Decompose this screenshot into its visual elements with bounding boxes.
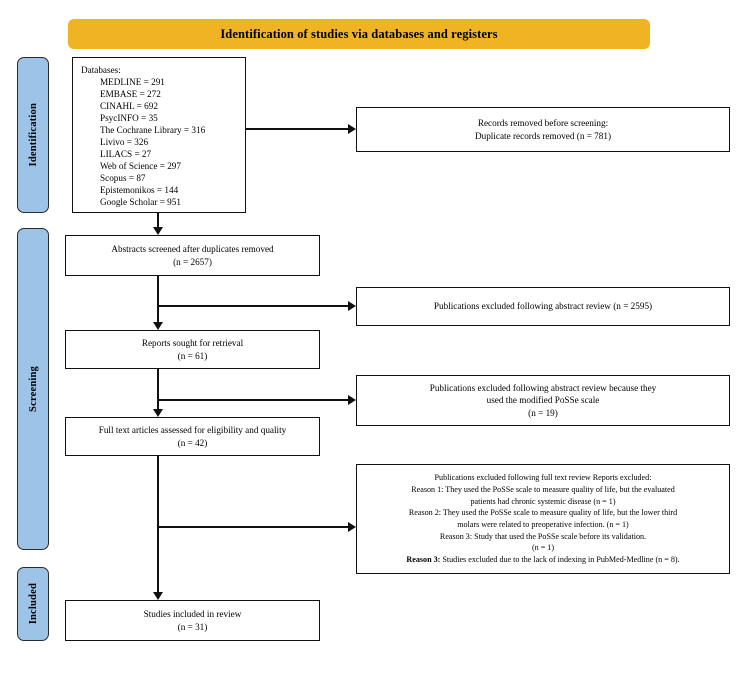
box-abstracts-screened: Abstracts screened after duplicates remo… [65,235,320,276]
box-line: (n = 2657) [173,256,212,267]
phase-label-identification: Identification [17,57,49,213]
box-line: (n = 19) [528,407,558,418]
list-item: Google Scholar = 951 [100,197,181,208]
diagram-title-text: Identification of studies via databases … [220,26,498,41]
list-item: The Cochrane Library = 316 [100,125,206,136]
box-line: Full text articles assessed for eligibil… [98,425,287,436]
connector-fulltext-to-reasons [157,526,350,528]
box-line: (n = 1) [531,543,555,553]
arrowhead-right [348,395,356,405]
box-excluded-abstract-review: Publications excluded following abstract… [356,287,730,326]
box-fulltext-assessed: Full text articles assessed for eligibil… [65,417,320,456]
box-line: Reason 2: They used the PoSSe scale to m… [408,508,678,518]
arrowhead-down [153,409,163,417]
list-item: Livivo = 326 [100,137,149,148]
list-item: Web of Science = 297 [100,161,181,172]
phase-label-screening: Screening [17,228,49,550]
connector-reports-down [157,369,159,410]
reason-text: Studies excluded due to the lack of inde… [440,555,680,565]
box-line: Publications excluded following abstract… [433,301,653,312]
list-item: Epistemonikos = 144 [100,185,179,196]
box-line: Reason 3: Study that used the PoSSe scal… [439,531,647,541]
phase-label-included: Included [17,567,49,641]
box-reports-sought: Reports sought for retrieval (n = 61) [65,330,320,369]
phase-label-identification-text: Identification [27,103,39,167]
phase-label-screening-text: Screening [27,366,39,412]
arrowhead-down [153,322,163,330]
box-line: used the modified PoSSe scale [486,395,600,406]
box-line: molars were related to preoperative infe… [457,520,629,529]
box-line: Reason 1: They used the PoSSe scale to m… [411,484,675,494]
diagram-title-banner: Identification of studies via databases … [68,19,650,49]
databases-list: MEDLINE = 291 EMBASE = 272 CINAHL = 692 … [81,76,205,208]
list-item: EMBASE = 272 [100,89,161,100]
box-records-removed: Records removed before screening: Duplic… [356,107,730,152]
databases-heading: Databases: [81,65,121,75]
connector-databases-to-abstracts [157,213,159,228]
connector-abstracts-down [157,276,159,323]
box-line: Publications excluded following full tex… [434,473,652,483]
arrowhead-right [348,124,356,134]
arrowhead-right [348,522,356,532]
phase-label-included-text: Included [27,583,39,625]
box-line: (n = 61) [177,350,208,361]
connector-abstracts-to-excluded [157,305,350,307]
list-item: Scopus = 87 [100,173,146,184]
box-excluded-modified-posse: Publications excluded following abstract… [356,375,730,426]
arrowhead-down [153,592,163,600]
arrowhead-down [153,227,163,235]
arrowhead-right [348,301,356,311]
connector-reports-to-excluded [157,399,350,401]
connector-fulltext-to-included [157,456,159,593]
reason-label: Reason 3: [406,555,441,565]
list-item: LILACS = 27 [100,149,152,160]
list-item: CINAHL = 692 [100,101,158,112]
box-line: Reports sought for retrieval [141,338,244,349]
list-item: MEDLINE = 291 [100,77,165,88]
box-line: Studies included in review [143,609,242,620]
box-line: Duplicate records removed (n = 781) [474,130,612,141]
list-item: PsycINFO = 35 [100,113,158,124]
box-line: (n = 31) [177,621,208,632]
box-line: Publications excluded following abstract… [429,383,657,394]
box-databases: Databases: MEDLINE = 291 EMBASE = 272 CI… [72,57,246,213]
box-line-bold-reason: Reason 3: Studies excluded due to the la… [406,554,679,566]
box-line: Abstracts screened after duplicates remo… [111,244,274,255]
box-line: Records removed before screening: [477,118,609,129]
connector-databases-to-removed [246,128,350,130]
box-line: patients had chronic systemic disease (n… [470,496,616,506]
box-studies-included: Studies included in review (n = 31) [65,600,320,641]
box-line: (n = 42) [177,437,208,448]
box-exclusion-reasons: Publications excluded following full tex… [356,464,730,574]
